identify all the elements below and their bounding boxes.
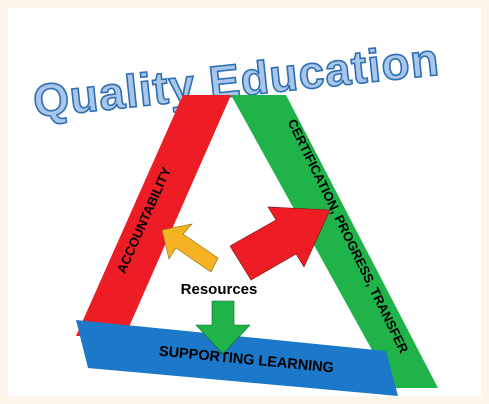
certification-side <box>231 95 438 388</box>
supporting-learning-side <box>76 320 398 396</box>
green-arrow-icon <box>195 300 251 355</box>
accountability-side <box>76 95 231 336</box>
quality-education-diagram: Quality Education ACCOUNTABILITY CERTIFI… <box>30 32 443 396</box>
red-arrow-icon <box>229 206 331 281</box>
diagram-frame: Quality Education ACCOUNTABILITY CERTIFI… <box>8 8 481 396</box>
diagram-title: Quality Education <box>31 33 442 127</box>
resources-label: Resources <box>181 281 258 298</box>
yellow-arrow-icon <box>161 223 219 273</box>
